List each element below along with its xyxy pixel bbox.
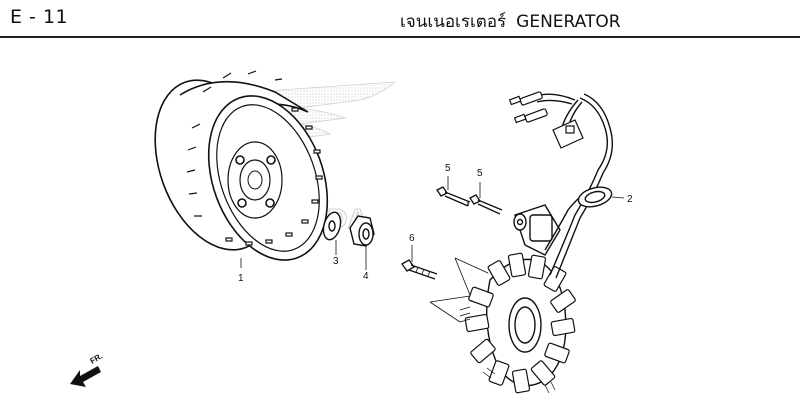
callout-5a: 5	[445, 163, 451, 174]
stator-assembly	[459, 91, 613, 394]
bolt-5-b	[469, 194, 503, 215]
callout-6: 6	[409, 233, 415, 244]
bolt-5-a	[436, 186, 471, 207]
bolt-6	[401, 259, 438, 280]
callout-1: 1	[238, 273, 244, 284]
page-code: E - 11	[10, 6, 69, 28]
callout-5b: 5	[477, 168, 483, 179]
washer	[322, 211, 342, 241]
callout-4: 4	[363, 271, 369, 282]
front-direction-label: FR.	[89, 351, 105, 365]
callouts: 1 2 3 4 5 5 6	[238, 163, 633, 284]
title-english: GENERATOR	[516, 12, 621, 32]
flywheel-nut	[349, 215, 375, 247]
front-direction-arrow: FR.	[70, 351, 104, 387]
header-rule	[0, 36, 800, 38]
callout-2: 2	[627, 194, 633, 205]
page-title: เจนเนอเรเตอร์ GENERATOR	[400, 8, 621, 35]
title-thai: เจนเนอเรเตอร์	[400, 12, 507, 32]
flywheel-rotor	[154, 70, 329, 261]
leader-lines	[240, 176, 625, 323]
callout-3: 3	[333, 256, 339, 267]
